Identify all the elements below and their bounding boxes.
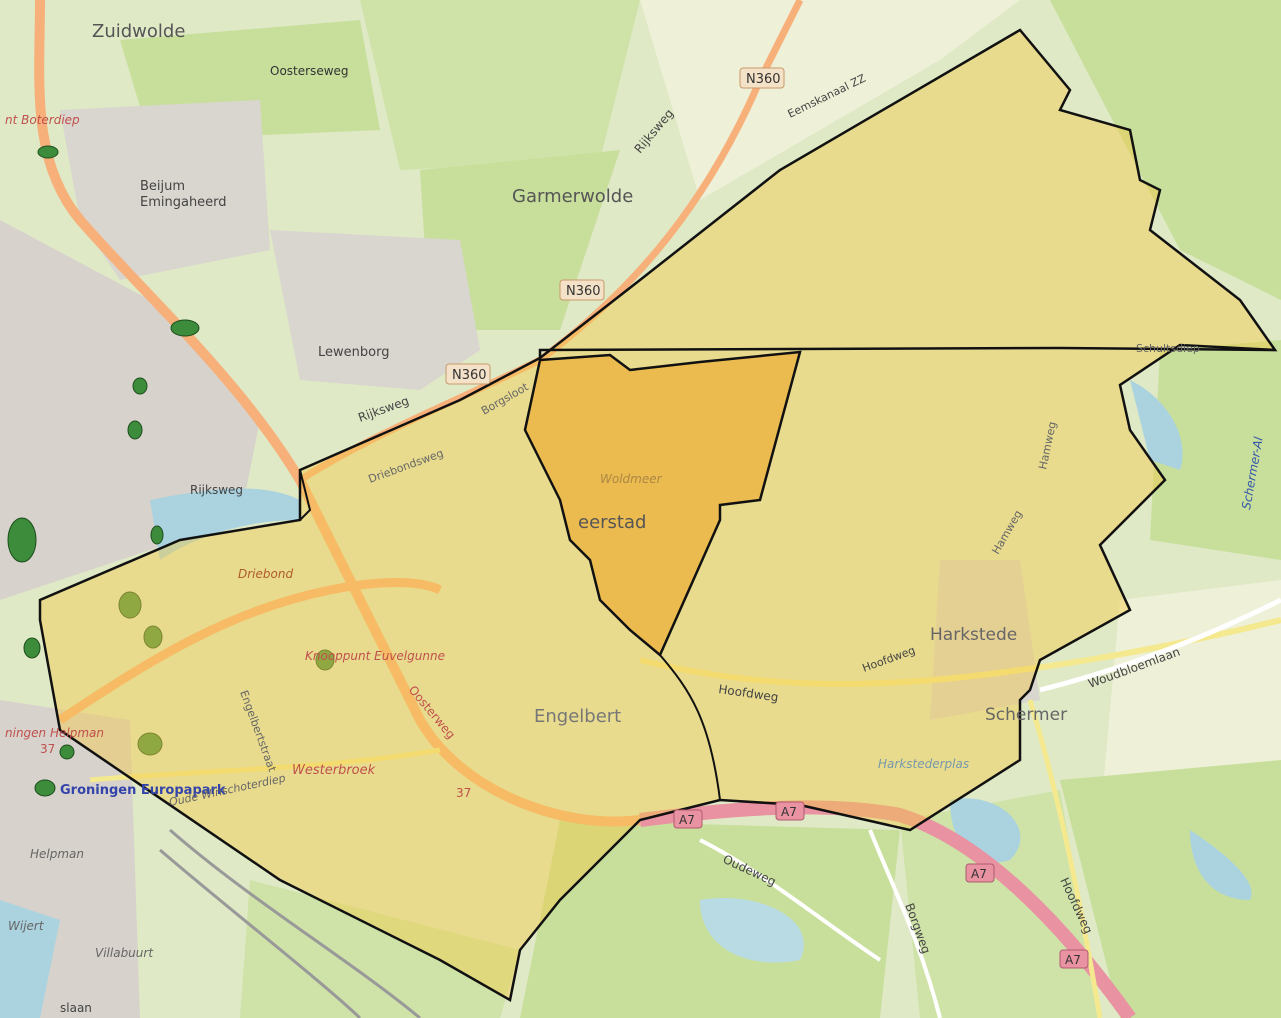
railway-2: [159, 848, 362, 1018]
label-laan: slaan: [60, 1001, 92, 1015]
shield-n360-c: [445, 363, 491, 385]
label-driebond: Driebond: [238, 567, 293, 581]
label-exit-37-a: 37: [456, 786, 471, 800]
road-oudeweg: [699, 838, 882, 962]
label-helpman-station: ningen Helpman: [5, 726, 104, 740]
label-engelbert: Engelbert: [534, 706, 621, 727]
road-secondary-westerbroek: [89, 747, 441, 783]
shield-n360-a: [739, 67, 785, 89]
label-europapark: Groningen Europapark: [60, 783, 226, 798]
region-divider-west: [299, 469, 312, 521]
railway: [169, 828, 421, 1018]
road-hoofdweg-south: [1027, 699, 1103, 1018]
label-a7-c: A7: [971, 867, 987, 881]
label-euvelgunne: Knooppunt Euvelgunne: [305, 649, 445, 663]
label-zuidwolde: Zuidwolde: [92, 21, 185, 42]
label-helpman: Helpman: [30, 847, 84, 861]
label-a7-a: A7: [679, 813, 695, 827]
label-a7-b: A7: [781, 805, 797, 819]
label-n360-a: N360: [746, 72, 781, 87]
shield-a7-c: [965, 863, 995, 883]
region-divider-north: [538, 346, 1276, 358]
label-schultsdiep: Schultsdiep: [1136, 342, 1200, 355]
shield-a7-a: [673, 809, 703, 829]
shield-a7-b: [775, 801, 805, 821]
label-wijert: Wijert: [8, 919, 45, 933]
label-exit-37-b: 37: [40, 742, 55, 756]
shield-n360-b: [559, 279, 605, 301]
label-a7-d: A7: [1065, 953, 1081, 967]
shield-a7-d: [1059, 949, 1089, 969]
label-harkstederplas: Harkstederplas: [878, 757, 969, 771]
parks: [7, 145, 335, 797]
road-a7: [639, 800, 1136, 1018]
label-lewenborg: Lewenborg: [318, 345, 389, 360]
label-rijksweg-c: Rijksweg: [190, 483, 243, 497]
label-woldmeer: Woldmeer: [600, 472, 663, 486]
label-boterdiep: nt Boterdiep: [5, 113, 80, 127]
label-schermer: Schermer: [985, 705, 1067, 725]
road-primary-south: [57, 578, 443, 724]
label-harkstede: Harkstede: [930, 625, 1017, 645]
label-n360-c: N360: [452, 368, 487, 383]
label-villabuurt: Villabuurt: [95, 946, 154, 960]
label-beijum: Beijum: [140, 179, 185, 194]
label-meerstad: eerstad: [578, 512, 646, 533]
label-emingaheerd: Emingaheerd: [140, 195, 227, 210]
label-garmerwolde: Garmerwolde: [512, 186, 633, 207]
region-meerstad[interactable]: [523, 350, 802, 658]
label-westerbroek: Westerbroek: [292, 763, 376, 778]
label-n360-b: N360: [566, 284, 601, 299]
fields: [120, 0, 1281, 1018]
water: [0, 380, 1252, 1018]
place-labels: Zuidwolde Garmerwolde Lewenborg Beijum E…: [5, 21, 1067, 960]
region-divider-mid: [659, 654, 721, 801]
road-woudbloemlaan: [1039, 597, 1281, 693]
road-borgweg: [868, 829, 942, 1018]
label-oosterseweg: Oosterseweg: [270, 64, 349, 78]
